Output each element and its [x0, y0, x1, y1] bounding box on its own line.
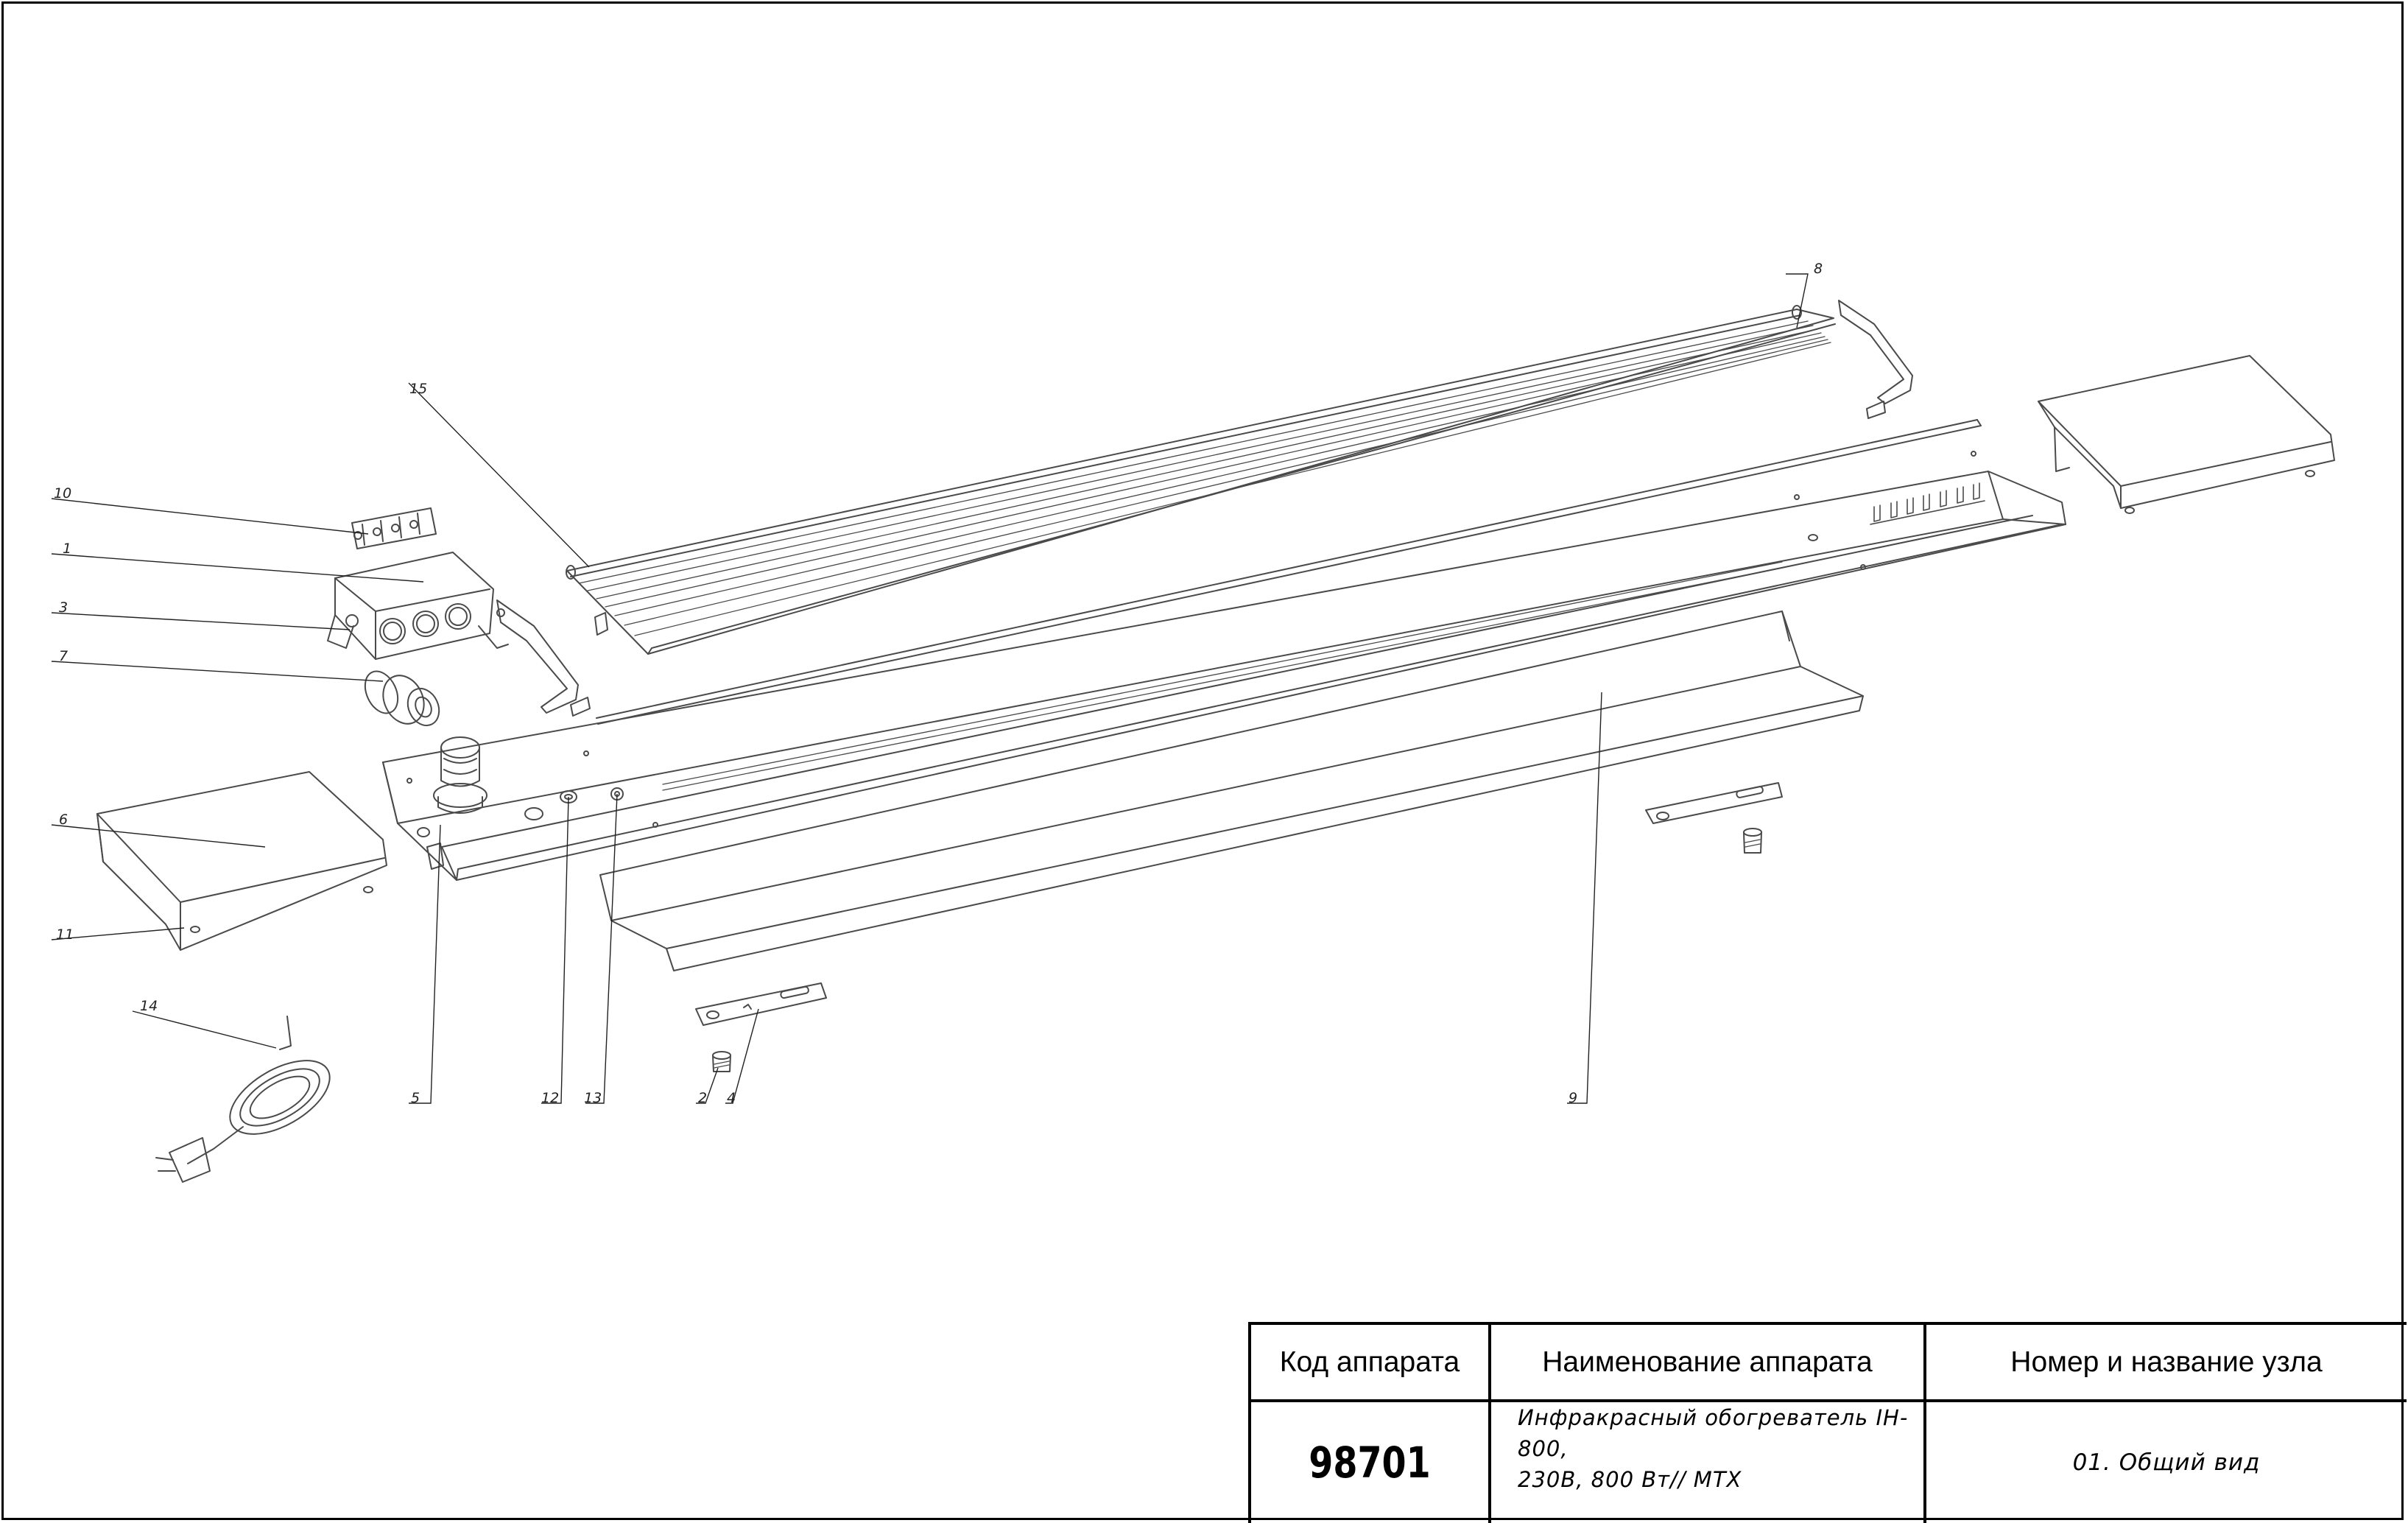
cable-gland — [433, 736, 487, 814]
device-name: Инфракрасный обогреватель IH- 800, 230В,… — [1491, 1402, 1923, 1523]
callout-7: 7 — [59, 648, 68, 664]
device-name-line-2: 230В, 800 Вт// MTX — [1518, 1467, 1742, 1493]
frame-rail — [596, 419, 1982, 725]
title-block-divider-1 — [1488, 1325, 1491, 1523]
leader-line-8 — [1786, 273, 1809, 328]
leader-line-4 — [725, 1008, 759, 1104]
mounting-plate-2 — [1645, 782, 1783, 824]
leader-line-14 — [132, 1010, 277, 1049]
end-cap-right — [2038, 355, 2335, 514]
leader-line-1 — [51, 553, 424, 583]
device-code: 98701 — [1309, 1438, 1431, 1488]
title-block: Код аппарата Наименование аппарата Номер… — [1248, 1322, 2407, 1523]
reflector-tray — [599, 611, 1864, 971]
header-code: Код аппарата — [1279, 1346, 1460, 1378]
title-block-row-divider — [1251, 1399, 2407, 1402]
leader-line-5 — [409, 824, 441, 1104]
leader-line-9 — [1567, 692, 1602, 1104]
mounting-plate — [695, 982, 827, 1026]
loose-cable-gland — [364, 670, 440, 727]
callout-15: 15 — [409, 381, 427, 397]
callout-14: 14 — [140, 998, 158, 1014]
callout-13: 13 — [584, 1090, 602, 1106]
callout-5: 5 — [411, 1090, 420, 1106]
leader-line-15 — [408, 382, 590, 568]
header-node: Номер и название узла — [2010, 1346, 2323, 1378]
callout-11: 11 — [56, 926, 74, 943]
heater-body — [382, 451, 2066, 881]
callout-3: 3 — [59, 599, 68, 616]
callout-10: 10 — [54, 485, 71, 502]
callout-1: 1 — [63, 541, 71, 557]
node-name: 01. Общий вид — [2072, 1449, 2261, 1476]
callout-8: 8 — [1814, 261, 1823, 277]
callout-9: 9 — [1569, 1090, 1577, 1106]
junction-box — [327, 552, 509, 660]
leader-line-7 — [51, 661, 384, 682]
screw-2 — [1743, 828, 1762, 854]
leader-line-13 — [585, 793, 618, 1104]
leader-line-3 — [51, 612, 351, 630]
heating-panel — [566, 300, 1913, 655]
callout-2: 2 — [698, 1090, 707, 1106]
header-name: Наименование аппарата — [1542, 1346, 1873, 1378]
leader-line-6 — [51, 824, 266, 848]
leader-line-12 — [541, 796, 569, 1104]
leader-line-2 — [696, 1067, 719, 1104]
title-block-divider-2 — [1923, 1325, 1926, 1523]
screw — [712, 1051, 731, 1072]
leader-line-11 — [51, 927, 185, 940]
box-bracket — [496, 599, 591, 717]
device-name-line-1: Инфракрасный обогреватель IH- 800, — [1518, 1405, 1909, 1462]
end-cap-left — [96, 771, 387, 951]
power-cord — [155, 1016, 331, 1183]
callout-4: 4 — [727, 1090, 736, 1106]
callout-6: 6 — [59, 812, 68, 828]
callout-12: 12 — [541, 1090, 559, 1106]
leader-line-10 — [51, 498, 369, 535]
terminal-block — [351, 507, 437, 549]
